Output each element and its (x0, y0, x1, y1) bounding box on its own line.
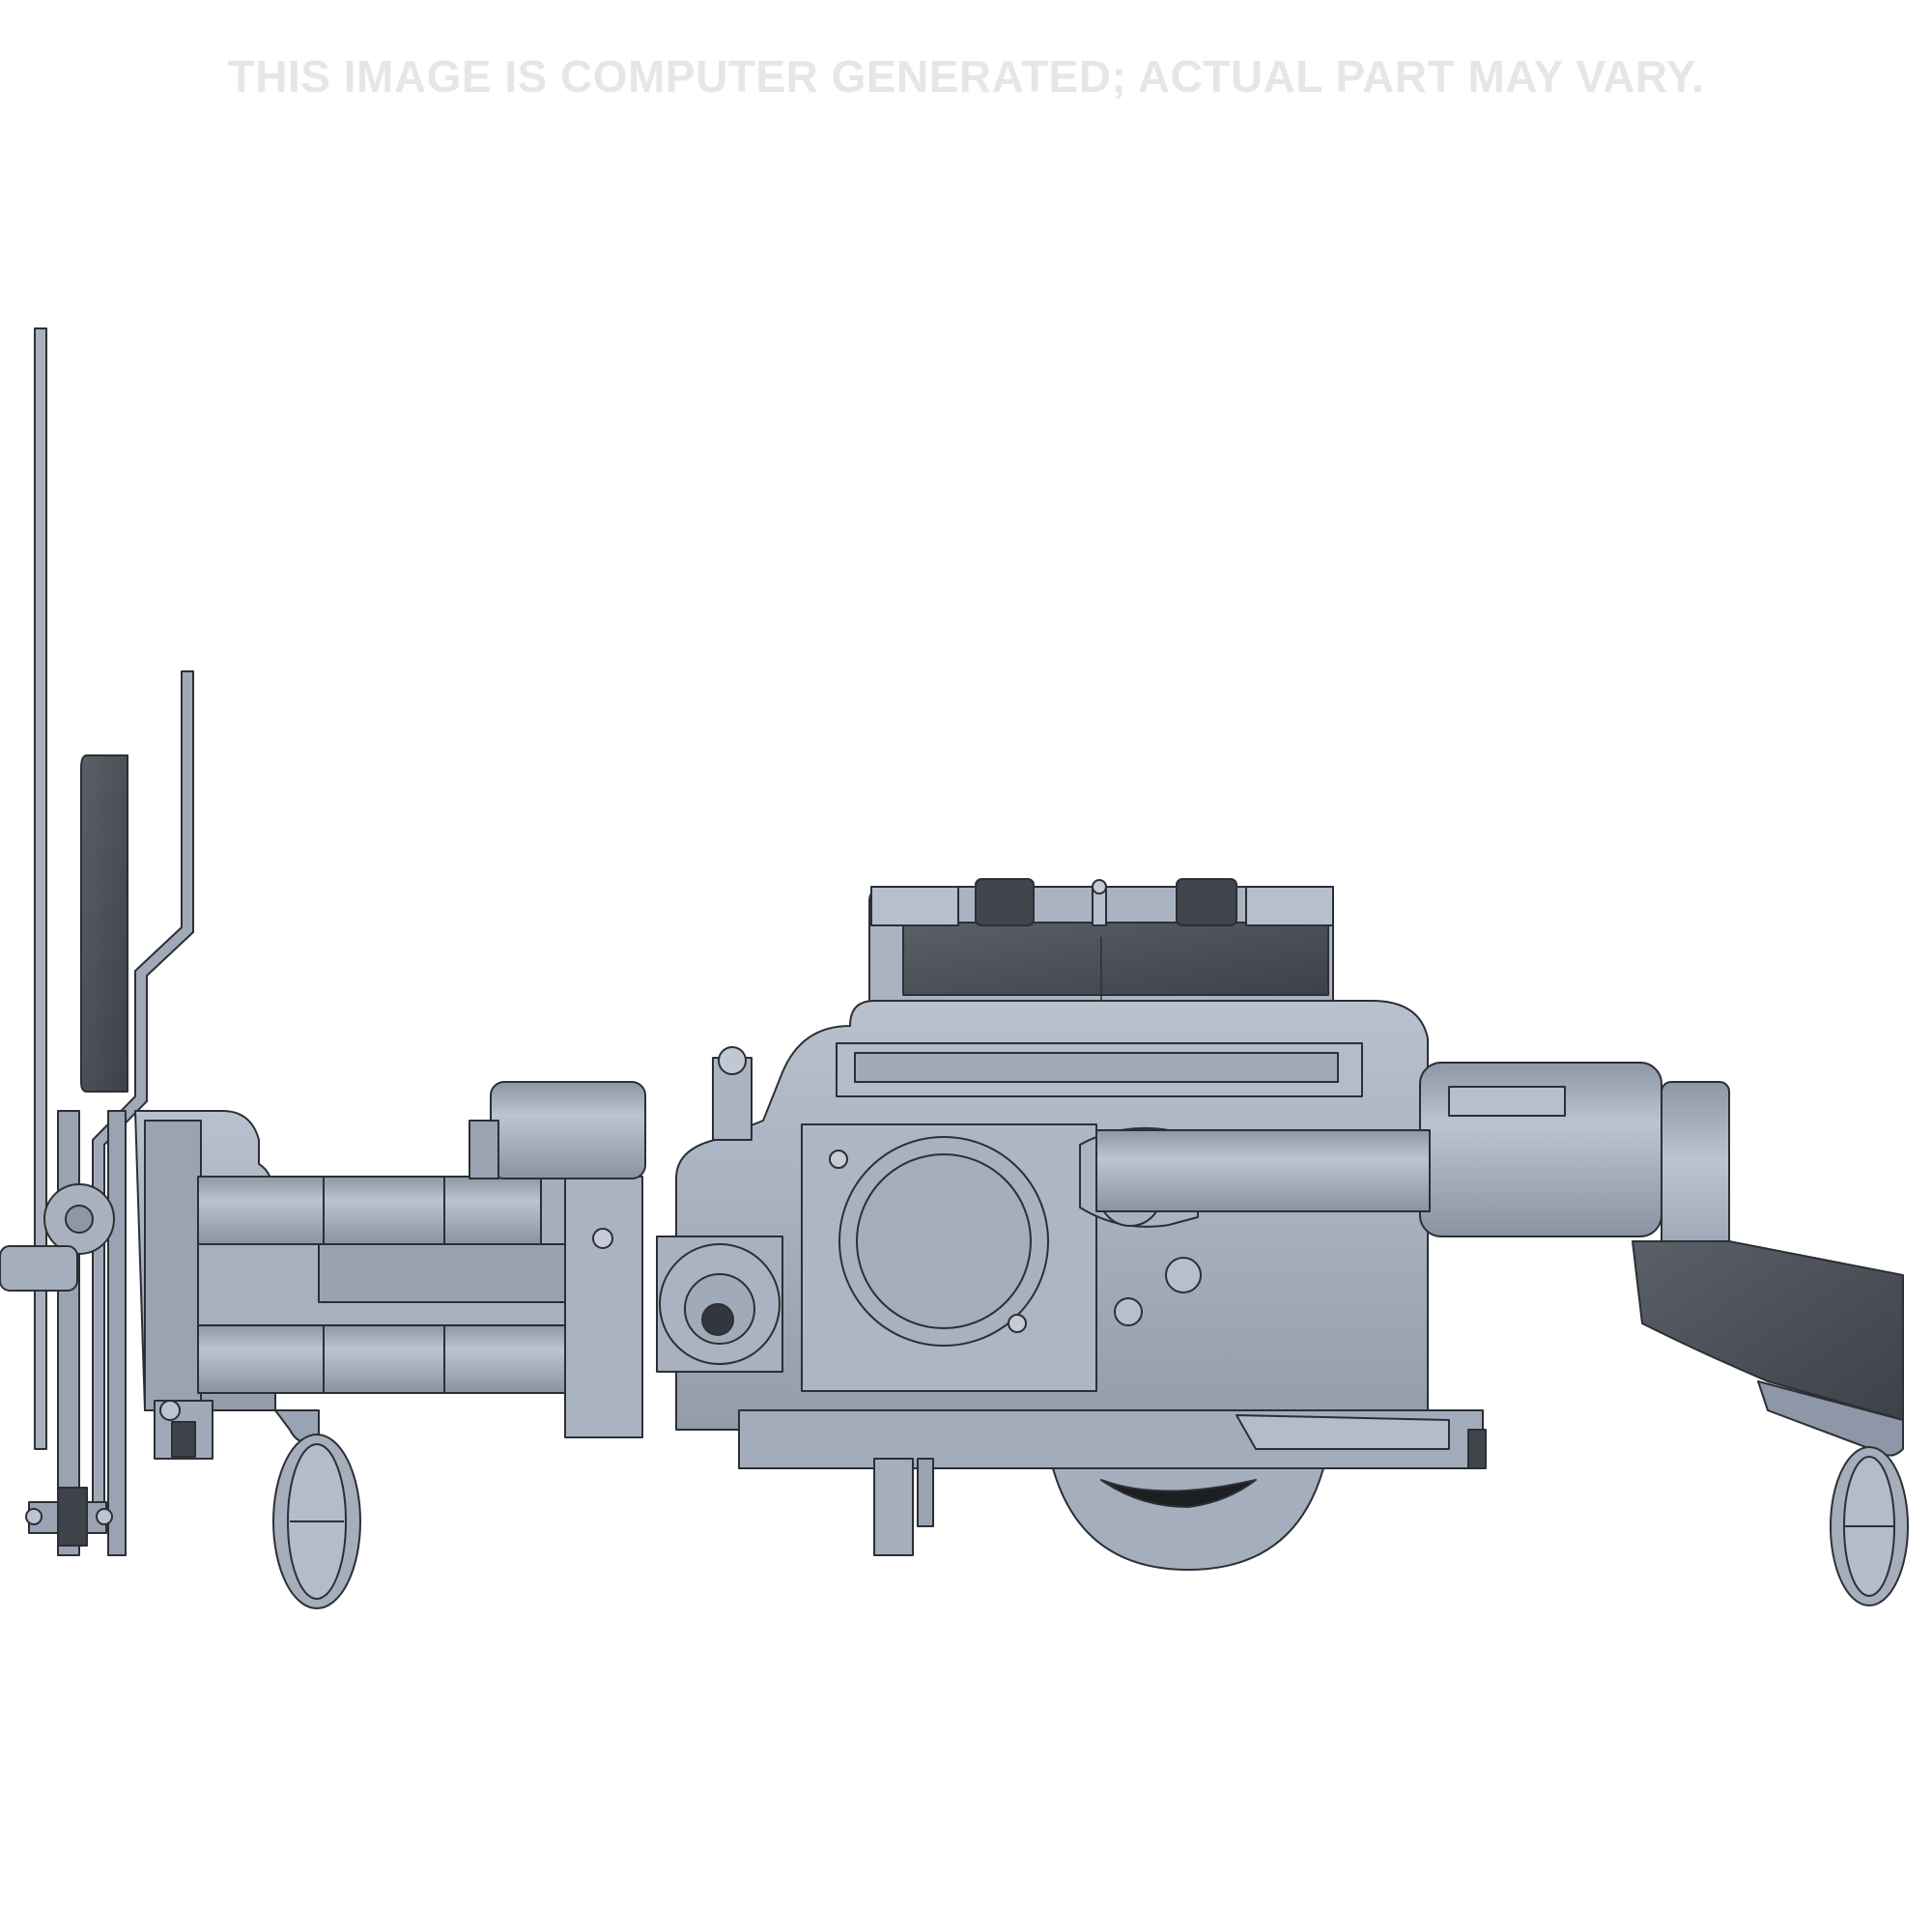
hydraulic-cylinder-upper (197, 1176, 571, 1245)
center-wheel (1052, 1467, 1324, 1571)
right-caster-wheel (1830, 1446, 1909, 1606)
top-tab-left (870, 886, 959, 926)
top-tab-right (1245, 886, 1334, 926)
piston-rod (197, 1243, 566, 1326)
left-caster-wheel (272, 1434, 361, 1609)
left-barrel (490, 1081, 646, 1179)
drain-fitting (873, 1458, 914, 1556)
dark-mount-plate (80, 754, 128, 1093)
linkage-plate-2 (107, 1110, 127, 1556)
disclaimer-watermark: THIS IMAGE IS COMPUTER GENERATED; ACTUAL… (227, 51, 1705, 101)
dark-top-cover (902, 922, 1329, 996)
shaft-end (0, 1245, 78, 1292)
top-block-right (1176, 878, 1237, 926)
hydraulic-cylinder-lower (197, 1324, 566, 1394)
cylinder-end-block (564, 1176, 643, 1438)
hex-plug (1165, 1257, 1202, 1293)
top-block-left (975, 878, 1035, 926)
tall-bracket-plate (34, 327, 47, 1450)
